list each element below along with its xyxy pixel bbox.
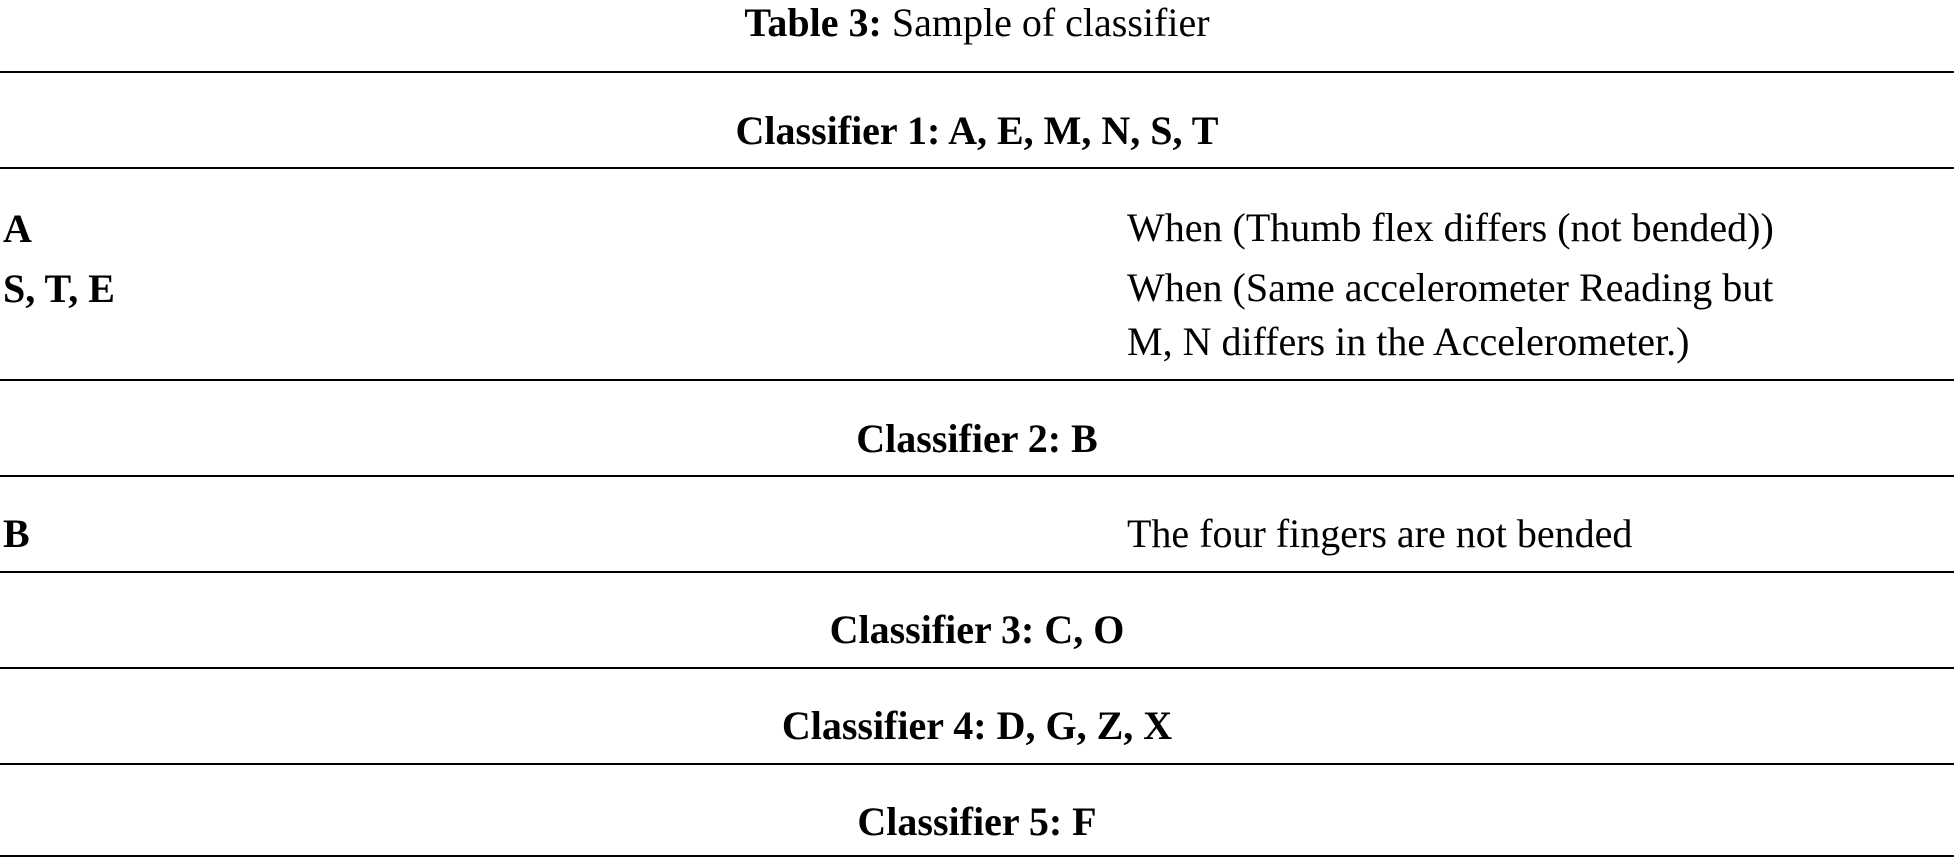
table-top-rule [0,71,1954,73]
table-rule [0,475,1954,477]
section-heading-classifier-1: Classifier 1: A, E, M, N, S, T [735,108,1219,153]
section-heading-classifier-3: Classifier 3: C, O [829,607,1125,652]
row-label-a: A [3,206,32,251]
table-caption: Table 3: Sample of classifier [0,0,1954,46]
row-label-ste: S, T, E [3,266,115,311]
row-desc-a: When (Thumb flex differs (not bended)) [1127,205,1774,250]
section-heading-classifier-2: Classifier 2: B [856,416,1098,461]
caption-text: Sample of classifier [891,0,1210,45]
section-heading-classifier-4: Classifier 4: D, G, Z, X [781,703,1173,748]
row-desc-ste: When (Same accelerometer Reading but [1127,265,1774,310]
table-rule [0,763,1954,765]
table-rule [0,667,1954,669]
row-desc-b: The four fingers are not bended [1127,511,1633,556]
row-label-b: B [3,511,30,556]
table-rule [0,379,1954,381]
table-bottom-rule [0,855,1954,857]
row-desc-mn: M, N differs in the Accelerometer.) [1127,319,1690,364]
table-rule [0,167,1954,169]
section-heading-classifier-5: Classifier 5: F [857,799,1097,844]
caption-label: Table 3: [744,0,882,45]
table-rule [0,571,1954,573]
